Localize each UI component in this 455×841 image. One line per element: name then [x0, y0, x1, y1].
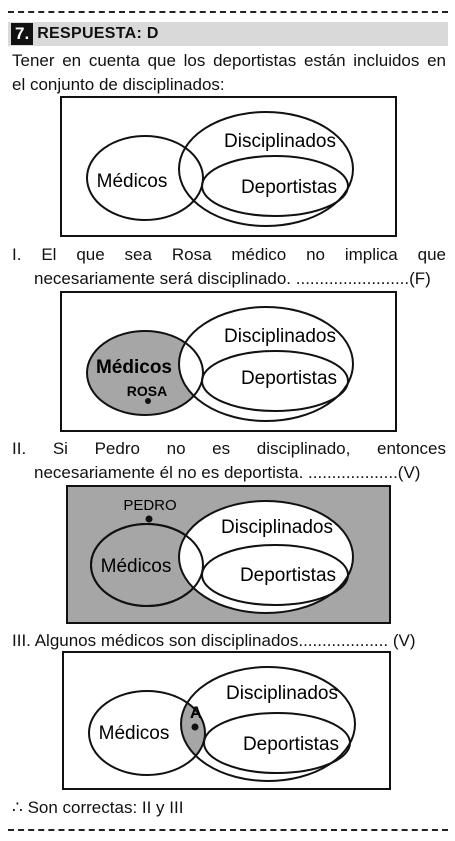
medicos-label: Médicos — [97, 171, 168, 192]
item-3-text: Algunos médicos son disciplinados.......… — [34, 631, 416, 650]
venn-diagram-1: Médicos Disciplinados Deportistas — [60, 96, 397, 237]
item-1-line-2: necesariamente será disciplinado. ......… — [34, 269, 431, 288]
medicos-label: Médicos — [96, 357, 172, 378]
item-2-line-1: II. Si Pedro no es disciplinado, entonce… — [12, 438, 446, 459]
venn-diagram-3: PEDRO Médicos Disciplinados Deportistas — [66, 485, 391, 624]
conclusion-text: Son correctas: II y III — [27, 798, 184, 817]
intro-line-2: el conjunto de disciplinados: — [12, 75, 225, 94]
deportistas-circle — [203, 712, 351, 774]
deportistas-label: Deportistas — [243, 734, 339, 755]
top-dashed-separator — [8, 11, 448, 13]
item-1-roman: I. — [12, 245, 22, 264]
a-point — [191, 723, 199, 731]
rosa-label: ROSA — [127, 383, 167, 399]
item-3-roman: III. — [12, 631, 31, 650]
disciplinados-label: Disciplinados — [224, 326, 336, 347]
disciplinados-circle — [178, 500, 354, 614]
disciplinados-circle — [180, 666, 356, 782]
item-3-line-1: III. Algunos médicos son disciplinados..… — [12, 630, 446, 651]
disciplinados-label: Disciplinados — [221, 517, 333, 538]
disciplinados-circle — [178, 111, 354, 227]
pedro-label: PEDRO — [123, 497, 176, 514]
rosa-point — [145, 398, 151, 404]
deportistas-label: Deportistas — [240, 565, 336, 586]
deportistas-label: Deportistas — [241, 368, 337, 389]
deportistas-circle — [201, 350, 349, 412]
therefore-symbol: ∴ — [12, 798, 23, 817]
disciplinados-label: Disciplinados — [226, 683, 338, 704]
a-label: A — [190, 703, 202, 722]
deportistas-circle — [201, 544, 349, 606]
answer-header: 7. RESPUESTA: D — [8, 22, 448, 46]
medicos-label: Médicos — [99, 723, 170, 744]
medicos-label: Médicos — [101, 556, 172, 577]
medicos-circle — [88, 690, 206, 776]
answer-title: RESPUESTA: D — [37, 25, 159, 42]
item-1-text: El que sea Rosa médico no implica que — [41, 245, 446, 264]
medicos-circle — [86, 330, 204, 416]
venn-diagram-2: Médicos ROSA Disciplinados Deportistas — [60, 291, 397, 432]
item-2-text: Si Pedro no es disciplinado, entonces — [52, 439, 446, 458]
venn-diagram-4: Médicos A Disciplinados Deportistas — [62, 651, 391, 790]
item-2-roman: II. — [12, 439, 27, 458]
item-1-line-1: I. El que sea Rosa médico no implica que — [12, 244, 446, 265]
item-2-line-2: necesariamente él no es deportista. ....… — [34, 463, 421, 482]
pedro-point — [145, 515, 153, 523]
disciplinados-label: Disciplinados — [224, 131, 336, 152]
conclusion: ∴ Son correctas: II y III — [12, 797, 446, 818]
deportistas-circle — [201, 155, 349, 217]
universe-rect — [60, 96, 397, 237]
question-number: 7. — [11, 23, 34, 45]
bottom-dashed-separator — [8, 829, 448, 831]
disciplinados-circle — [178, 306, 354, 422]
intro-line-1: Tener en cuenta que los deportistas está… — [12, 51, 446, 70]
deportistas-label: Deportistas — [241, 177, 337, 198]
medicos-circle — [86, 135, 204, 221]
